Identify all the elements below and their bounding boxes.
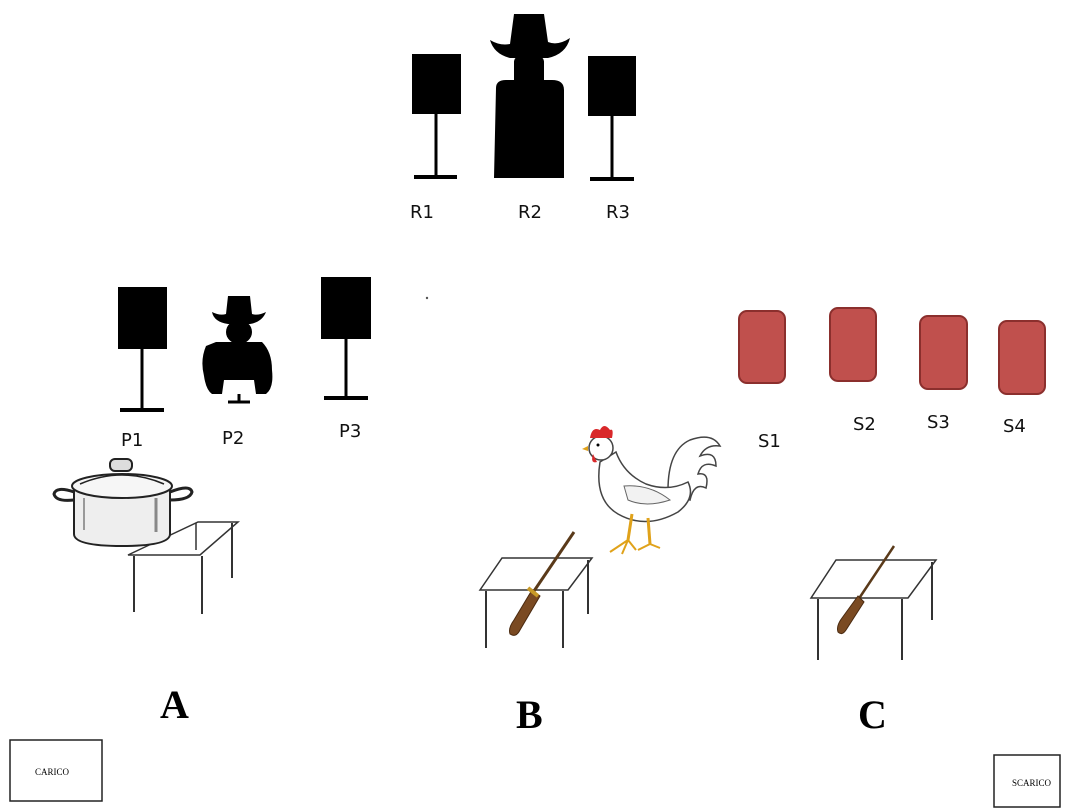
label-s2: S2	[853, 414, 876, 435]
target-r2-bandit-silhouette	[490, 14, 570, 178]
label-p2: P2	[222, 428, 244, 449]
target-p3	[321, 277, 371, 400]
label-s1: S1	[758, 431, 781, 452]
chicken-icon	[582, 426, 722, 555]
station-c-label: C	[858, 692, 887, 737]
rifle-icon	[509, 531, 576, 636]
label-p1: P1	[121, 430, 143, 451]
target-s4	[998, 320, 1046, 395]
label-r3: R3	[606, 202, 630, 223]
station-b-label: B	[516, 692, 543, 737]
label-r1: R1	[410, 202, 434, 223]
station-a-label: A	[160, 682, 189, 727]
label-r2: R2	[518, 202, 542, 223]
unload-box-label: SCARICO	[1012, 778, 1052, 788]
load-box-label: CARICO	[35, 767, 70, 777]
unload-box: SCARICO	[993, 754, 1061, 808]
table-icon	[478, 557, 594, 648]
cooking-pot-icon	[52, 458, 194, 548]
stray-dot	[425, 296, 429, 300]
target-p2-bandit-silhouette	[202, 296, 273, 404]
label-p3: P3	[339, 421, 361, 442]
target-s2	[829, 307, 877, 382]
target-s3	[919, 315, 968, 390]
rifle-icon	[837, 545, 896, 635]
target-r1	[412, 54, 461, 179]
target-r3	[588, 56, 636, 181]
target-p1	[118, 287, 167, 412]
load-box: CARICO	[9, 739, 103, 802]
target-s1	[738, 310, 786, 384]
label-s3: S3	[927, 412, 950, 433]
table-icon	[127, 521, 241, 614]
label-s4: S4	[1003, 416, 1026, 437]
